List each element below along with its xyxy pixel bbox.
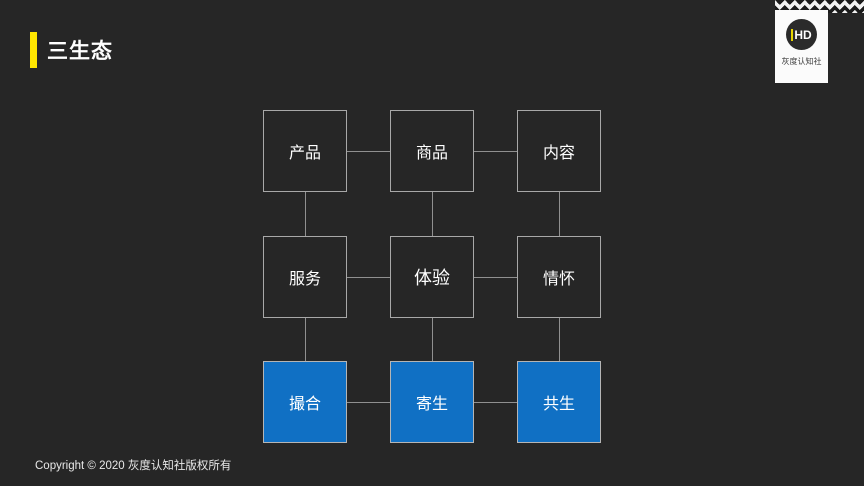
connector (559, 192, 560, 236)
connector (305, 318, 306, 362)
connector (347, 151, 390, 152)
connector (432, 318, 433, 362)
node-service: 服务 (263, 236, 347, 318)
node-label: 情怀 (542, 271, 575, 288)
page-title: 三生态 (47, 40, 113, 63)
connector (432, 192, 433, 236)
node-commodity: 商品 (390, 110, 474, 192)
node-sentiment: 情怀 (517, 236, 601, 318)
logo: HD 灰度认知社 (775, 10, 828, 83)
node-label: 产品 (288, 145, 321, 162)
connector (474, 151, 517, 152)
node-label: 服务 (288, 271, 321, 288)
connector (347, 277, 390, 278)
logo-monogram-icon: HD (786, 19, 817, 50)
node-label: 体验 (414, 268, 450, 288)
node-product: 产品 (263, 110, 347, 192)
zigzag-decoration (775, 0, 864, 13)
connector (474, 277, 517, 278)
node-experience: 体验 (390, 236, 474, 318)
node-label: 内容 (542, 145, 575, 162)
node-parasitism: 寄生 (390, 361, 474, 443)
title-accent-bar (30, 32, 37, 68)
logo-monogram-text: HD (791, 28, 812, 41)
node-symbiosis: 共生 (517, 361, 601, 443)
connector (474, 402, 517, 403)
node-content: 内容 (517, 110, 601, 192)
connector (559, 318, 560, 362)
connector (347, 402, 390, 403)
connector (305, 192, 306, 236)
node-matchmaking: 撮合 (263, 361, 347, 443)
node-label: 共生 (542, 396, 575, 413)
node-label: 寄生 (415, 396, 448, 413)
copyright: Copyright © 2020 灰度认知社版权所有 (35, 460, 232, 472)
node-label: 撮合 (288, 396, 321, 413)
logo-name: 灰度认知社 (781, 57, 822, 66)
title-block: 三生态 (30, 32, 113, 68)
node-label: 商品 (415, 145, 448, 162)
